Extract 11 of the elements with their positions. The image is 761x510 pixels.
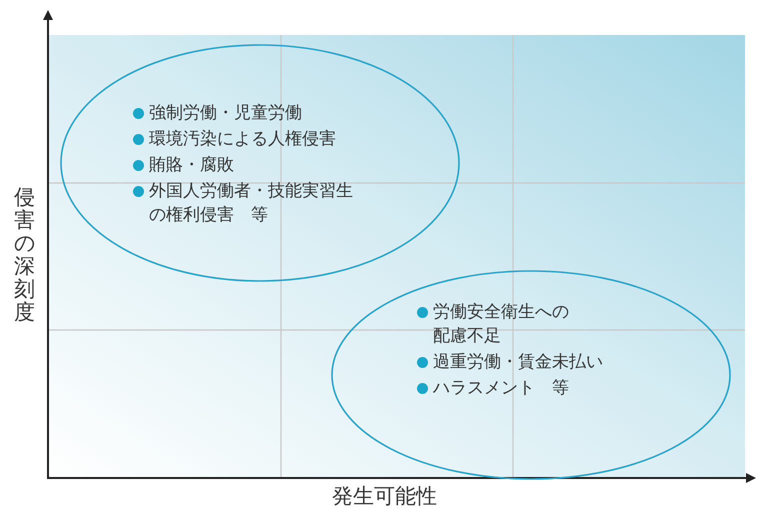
y-axis-title: 侵害の深刻度: [14, 186, 35, 325]
list-item-text: 過重労働・賃金未払い: [433, 351, 603, 374]
oval-region: [60, 44, 460, 282]
list-item-text: 環境汚染による人権侵害: [149, 128, 337, 151]
list-item-text: 賄賂・腐敗: [149, 154, 235, 177]
oval-region: [331, 270, 731, 480]
x-axis-title: 発生可能性: [332, 483, 437, 510]
list-item-text: ハラスメント 等: [433, 377, 570, 400]
list-item-text: 外国人労働者・技能実習生の権利侵害 等: [149, 180, 353, 227]
list-item-text: 労働安全衛生への配慮不足: [433, 301, 569, 348]
list-item-text: 強制労働・児童労働: [149, 102, 303, 125]
